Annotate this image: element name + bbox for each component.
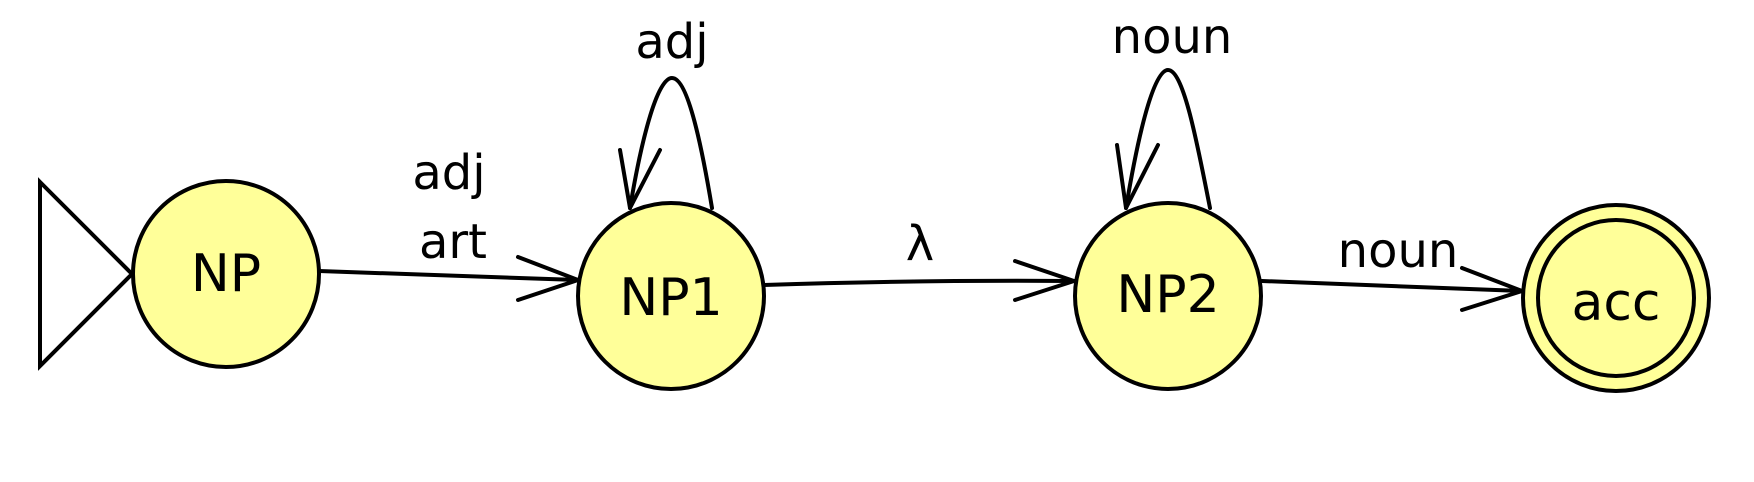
edge-np1-self-loop: [628, 76, 714, 210]
edge-np1-self-loop-arrowhead: [618, 148, 662, 210]
state-circle-np: [131, 179, 321, 369]
edge-np1-to-np2-arrowhead: [1013, 259, 1076, 302]
state-label-acc: acc: [1571, 273, 1660, 333]
edge-np2-self-loop: [1124, 68, 1212, 210]
edge-np2-self-loop-arrowhead: [1115, 143, 1160, 210]
state-label-np: NP: [191, 244, 261, 304]
edge-np2-to-acc: [1260, 279, 1524, 293]
transition-label-np1-np2-lambda: λ: [906, 216, 934, 272]
state-circle-np2: [1073, 201, 1263, 391]
state-label-np1: NP1: [619, 268, 722, 328]
edge-np-to-np1: [317, 269, 580, 282]
start-state-marker: [38, 177, 135, 371]
transition-label-np-np1-art: art: [419, 214, 487, 270]
transition-label-np2-acc-noun: noun: [1338, 223, 1459, 279]
edge-np1-to-np2: [762, 278, 1076, 287]
state-label-np2: NP2: [1116, 265, 1219, 325]
state-circle-acc-inner: [1536, 218, 1696, 378]
state-circle-np1: [576, 201, 766, 391]
transition-label-np1-loop-adj: adj: [635, 14, 708, 70]
transition-label-np-np1-adj: adj: [412, 145, 485, 201]
transition-label-np2-loop-noun: noun: [1112, 9, 1233, 65]
